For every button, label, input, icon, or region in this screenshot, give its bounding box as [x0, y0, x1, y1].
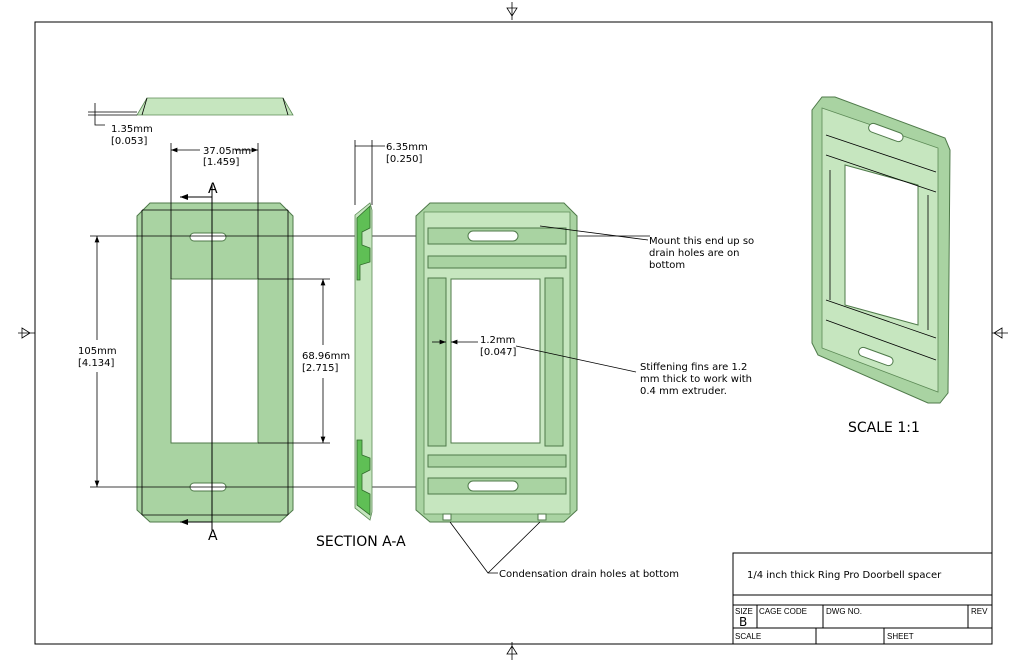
fin-dim-in: [0.047]: [480, 347, 517, 358]
fins-note-1: Stiffening fins are 1.2: [640, 362, 747, 373]
note-leaders: [449, 225, 649, 574]
section-label: SECTION A-A: [316, 534, 406, 550]
cage-code-label: CAGE CODE: [759, 607, 807, 616]
drain-note: Condensation drain holes at bottom: [499, 569, 679, 580]
back-view: [415, 202, 578, 523]
sheet-label: SHEET: [887, 632, 914, 641]
fins-note-2: mm thick to work with: [640, 374, 752, 385]
top-thickness-mm: 1.35mm: [111, 124, 153, 135]
dwg-no-label: DWG NO.: [826, 607, 862, 616]
window-dim-in: [2.715]: [302, 363, 339, 374]
top-thickness-in: [0.053]: [111, 136, 148, 147]
isometric-view: [811, 96, 951, 404]
size-label: SIZE: [735, 607, 753, 616]
height-dim-in: [4.134]: [78, 358, 115, 369]
width-dim-in: [1.459]: [203, 157, 240, 168]
title-block: [732, 552, 993, 645]
section-marker-top: A: [208, 181, 218, 197]
depth-dim-mm: 6.35mm: [386, 142, 428, 153]
scale-label: SCALE 1:1: [848, 420, 920, 436]
mount-note-3: bottom: [649, 260, 685, 271]
section-marker-bottom: A: [208, 528, 218, 544]
size-value: B: [739, 615, 747, 629]
top-view: [88, 97, 294, 126]
fins-note-3: 0.4 mm extruder.: [640, 386, 727, 397]
fin-dim-mm: 1.2mm: [480, 335, 515, 346]
window-dim-mm: 68.96mm: [302, 351, 350, 362]
mount-note-1: Mount this end up so: [649, 236, 754, 247]
rev-label: REV: [971, 607, 988, 616]
centering-marks: [18, 2, 1008, 660]
scale-field-label: SCALE: [735, 632, 761, 641]
drawing-title: 1/4 inch thick Ring Pro Doorbell spacer: [747, 570, 942, 581]
depth-dim-in: [0.250]: [386, 154, 423, 165]
width-dim-mm: 37.05mm: [203, 146, 251, 157]
section-line-a-a: [180, 185, 213, 530]
section-view: [354, 202, 373, 521]
height-dim-mm: 105mm: [78, 346, 117, 357]
mount-note-2: drain holes are on: [649, 248, 739, 259]
front-view: [136, 202, 294, 523]
